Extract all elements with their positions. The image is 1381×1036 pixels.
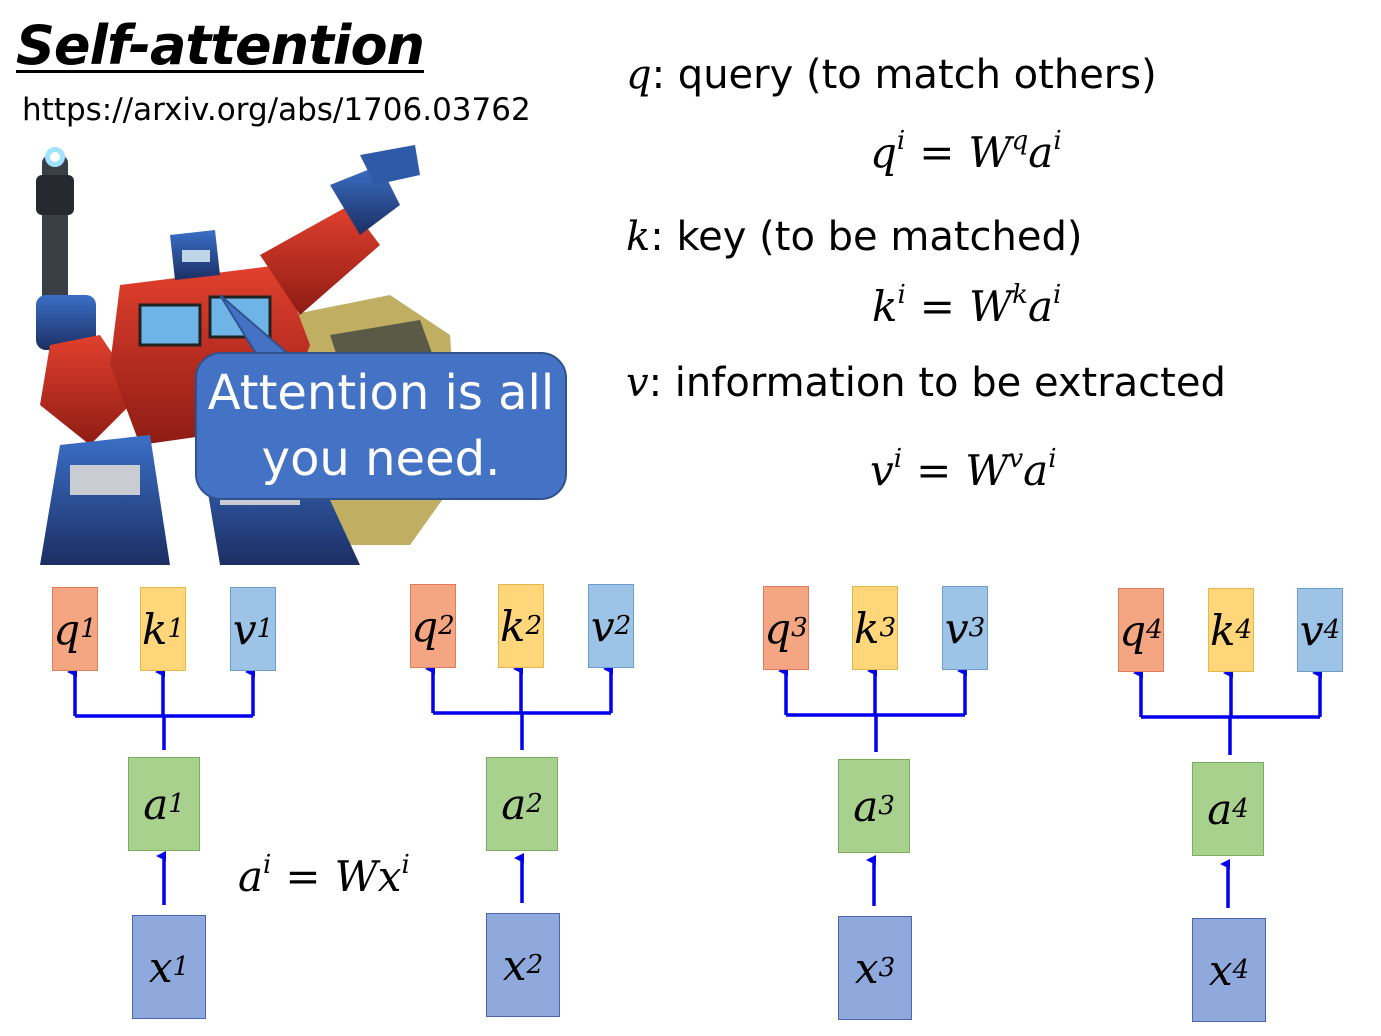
key-equation: ki=Wkai	[872, 279, 1062, 331]
value-symbol: v	[626, 360, 649, 406]
bubble-line-2: you need.	[261, 431, 501, 487]
value-definition: v: information to be extracted	[626, 360, 1226, 406]
query-equation: qi=Wqai	[870, 125, 1062, 177]
query-description: : query (to match others)	[651, 52, 1157, 98]
page-title: Self-attention	[16, 14, 425, 77]
query-definition: q: query (to match others)	[626, 52, 1157, 98]
paper-url[interactable]: https://arxiv.org/abs/1706.03762	[22, 92, 531, 128]
input-embedding-equation: ai=Wxi	[238, 849, 410, 901]
value-description: : information to be extracted	[648, 360, 1226, 406]
query-symbol: q	[626, 52, 652, 98]
value-equation: vi=Wvai	[870, 443, 1057, 495]
key-description: : key (to be matched)	[650, 214, 1083, 260]
bubble-line-1: Attention is all	[207, 365, 555, 421]
key-definition: k: key (to be matched)	[626, 214, 1082, 260]
key-symbol: k	[626, 214, 651, 260]
speech-bubble: Attention is all you need.	[195, 352, 567, 500]
